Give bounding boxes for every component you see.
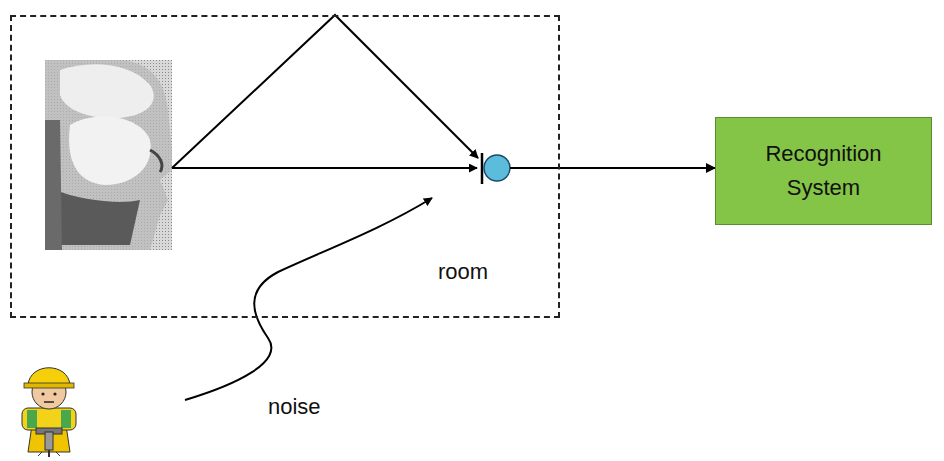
process-box: Recognition System — [715, 117, 932, 225]
reflected-path — [172, 15, 478, 168]
vocal-tract-image — [45, 60, 172, 250]
mic-output-line — [510, 167, 562, 169]
region-label: room — [438, 259, 488, 285]
room-region: room — [10, 15, 560, 318]
signal-arrow — [558, 167, 715, 169]
direct-path — [172, 167, 477, 169]
annotation-label: noise — [268, 394, 321, 420]
worker-figure — [22, 368, 76, 457]
box-label: Recognition System — [730, 137, 917, 205]
noise-path — [185, 198, 432, 400]
microphone-symbol — [482, 153, 510, 184]
